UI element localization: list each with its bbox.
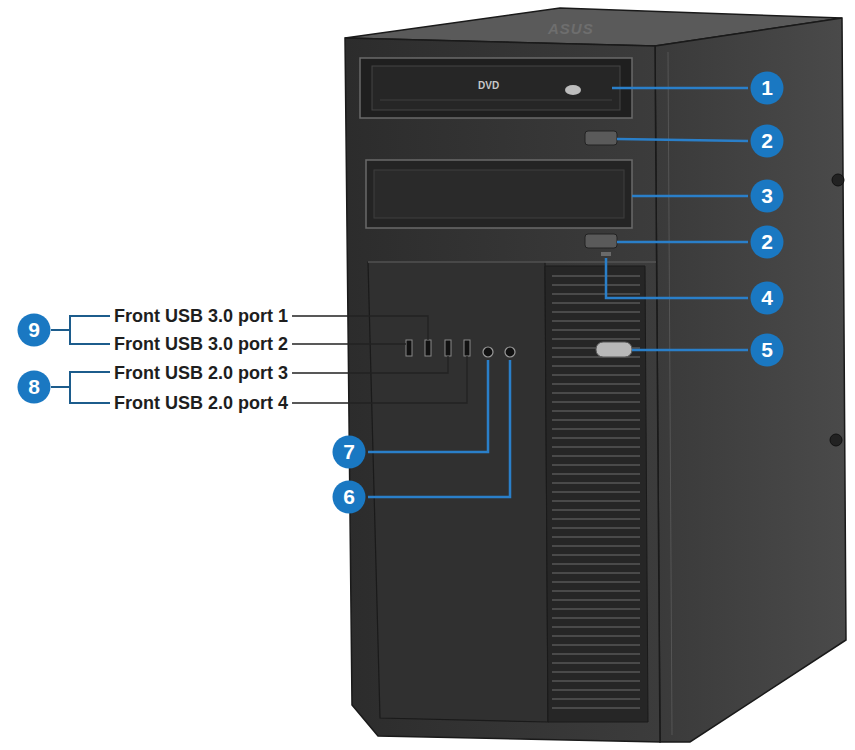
callout-number: 1	[750, 71, 784, 105]
callout-number: 2	[750, 124, 784, 158]
drive-logo: DVD	[478, 80, 499, 91]
brand-logo: ASUS	[548, 20, 594, 37]
callout-text: 2	[750, 124, 784, 158]
callout-text: 7	[332, 435, 366, 469]
callout-text: 9	[17, 313, 51, 347]
port-label: Front USB 2.0 port 3	[114, 362, 288, 384]
leader-line	[292, 356, 467, 403]
leader-line	[292, 356, 448, 373]
callout-text: 2	[750, 225, 784, 259]
callout-text: 4	[750, 281, 784, 315]
callout-number: 9	[17, 313, 51, 347]
callout-text: 6	[332, 480, 366, 514]
port-label: Front USB 2.0 port 4	[114, 392, 288, 414]
callout-number: 2	[750, 225, 784, 259]
port-label: Front USB 3.0 port 2	[114, 333, 288, 355]
callout-number: 3	[750, 179, 784, 213]
port-label: Front USB 3.0 port 1	[114, 305, 288, 327]
callout-number: 4	[750, 281, 784, 315]
leader-line	[292, 343, 406, 344]
leader-line	[292, 316, 428, 340]
callout-number: 6	[332, 480, 366, 514]
callout-text: 8	[17, 370, 51, 404]
callout-text: 3	[750, 179, 784, 213]
callout-number: 5	[750, 333, 784, 367]
callout-number: 8	[17, 370, 51, 404]
callout-text: 5	[750, 333, 784, 367]
callout-text: 1	[750, 71, 784, 105]
callout-number: 7	[332, 435, 366, 469]
